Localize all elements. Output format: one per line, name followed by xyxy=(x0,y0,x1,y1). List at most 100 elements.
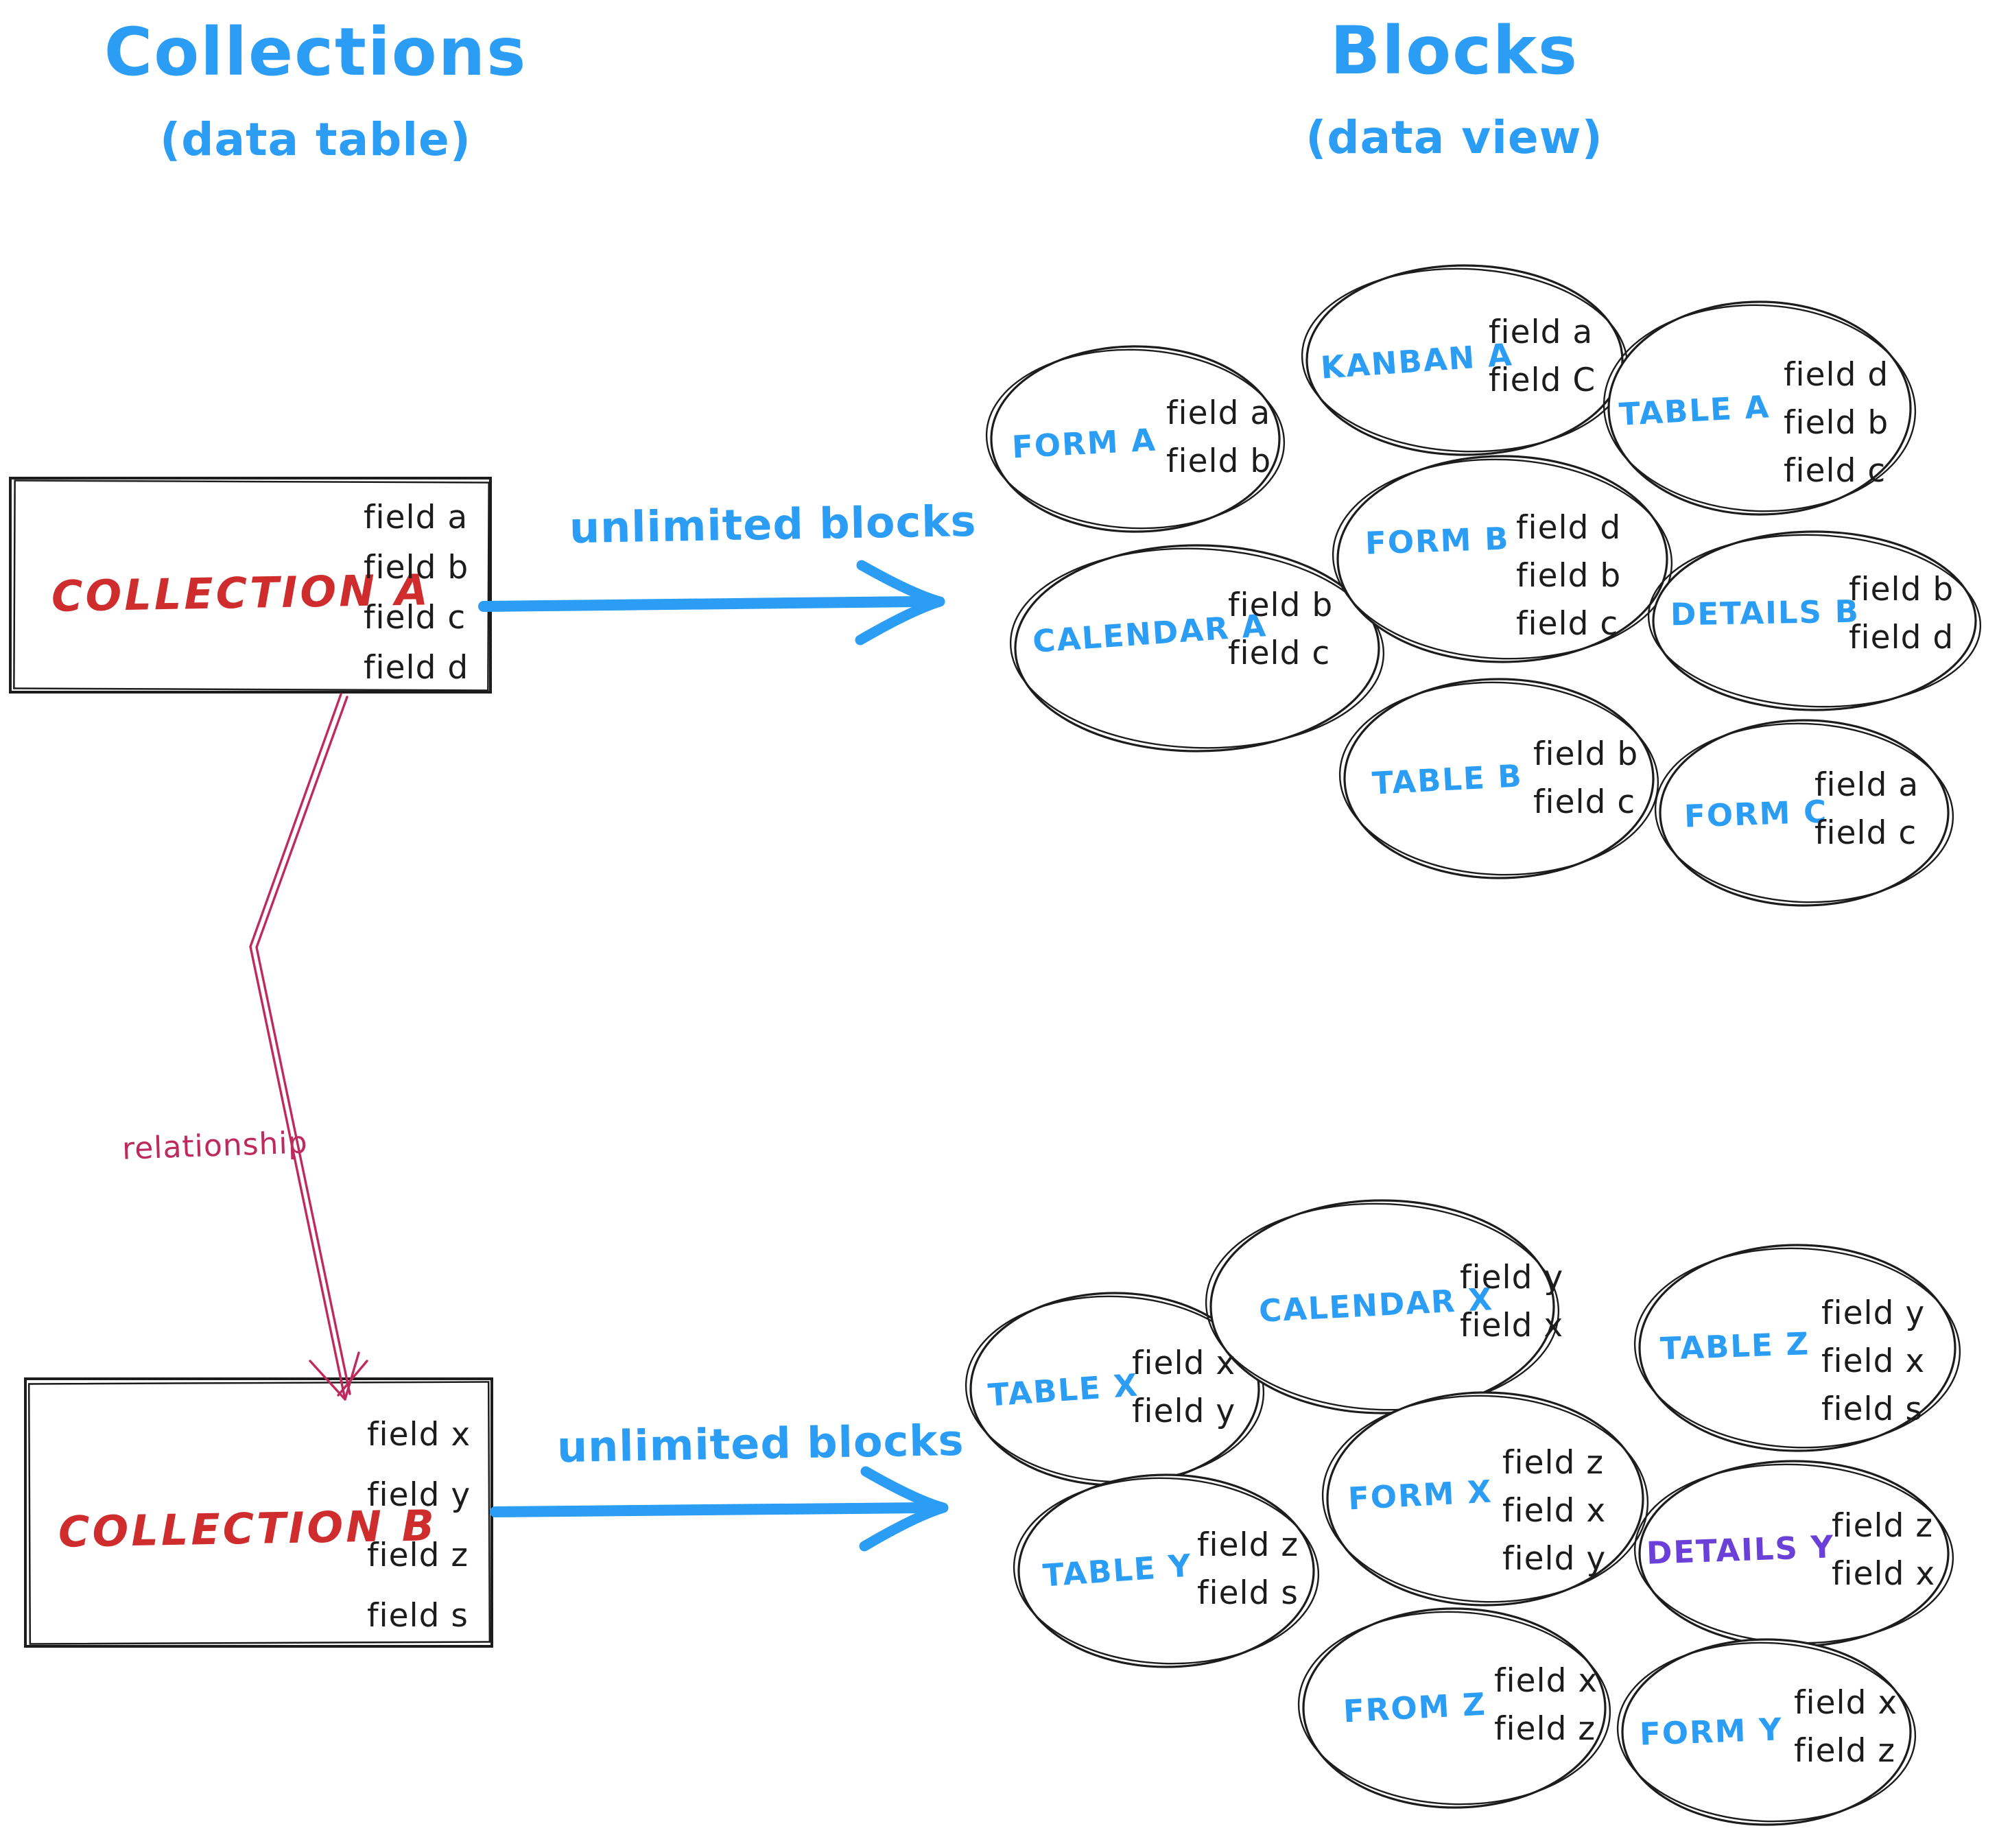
collection-a-fields: field a field b field c field d xyxy=(364,493,469,693)
block-ellipse-table-b xyxy=(1338,681,1659,876)
block-label-form-b: FORM B xyxy=(1364,520,1511,562)
field-label: field C xyxy=(1489,362,1596,399)
block-ellipse-form-y xyxy=(1616,1642,1917,1823)
field-label: field z xyxy=(1832,1507,1934,1545)
field-label: field y xyxy=(1132,1393,1236,1430)
field-label: field c xyxy=(1784,452,1887,490)
block-ellipse-table-a xyxy=(1603,304,1917,512)
field-label: field b xyxy=(364,549,469,587)
unlimited-blocks-label-bottom: unlimited blocks xyxy=(556,1414,965,1473)
field-label: field b xyxy=(1166,442,1272,480)
block-ellipse-table-y xyxy=(1013,1477,1320,1665)
collections-title: Collections xyxy=(104,14,528,91)
relationship-label: relationship xyxy=(121,1125,309,1167)
field-label: field a xyxy=(1489,313,1594,351)
block-fields-kanban-a: field a field C xyxy=(1489,309,1596,405)
field-label: field b xyxy=(1228,587,1334,624)
field-label: field d xyxy=(1516,509,1622,547)
block-ellipse-table-b xyxy=(1343,678,1655,879)
field-label: field y xyxy=(1502,1540,1607,1578)
block-label-form-y: FORM Y xyxy=(1639,1711,1784,1753)
field-label: field b xyxy=(1516,557,1622,595)
block-fields-calendar-x: field y field x xyxy=(1460,1254,1563,1350)
unlimited-blocks-arrow-top xyxy=(478,596,925,612)
block-ellipse-calendar-x xyxy=(1209,1199,1555,1414)
collection-a-box xyxy=(9,477,492,694)
field-label: field c xyxy=(364,599,466,637)
block-ellipse-calendar-a xyxy=(1014,544,1380,753)
field-label: field y xyxy=(367,1476,471,1514)
field-label: field b xyxy=(1784,404,1889,442)
block-label-details-y: DETAILS Y xyxy=(1646,1528,1836,1572)
block-ellipse-form-c xyxy=(1654,722,1954,903)
field-label: field c xyxy=(1228,635,1331,672)
block-ellipse-kanban-a xyxy=(1305,264,1624,456)
block-fields-table-x: field x field y xyxy=(1132,1340,1235,1436)
field-label: field z xyxy=(367,1537,469,1574)
block-fields-table-a: field d field b field c xyxy=(1784,351,1889,495)
block-fields-table-y: field z field s xyxy=(1197,1521,1299,1618)
block-ellipse-form-b xyxy=(1336,455,1668,663)
unlimited-blocks-arrowhead-top xyxy=(855,560,945,645)
field-label: field x xyxy=(367,1416,471,1454)
relationship-arrowhead xyxy=(309,1351,368,1401)
field-label: field s xyxy=(1821,1390,1923,1428)
field-label: field c xyxy=(1814,814,1917,852)
block-label-form-c: FORM C xyxy=(1683,793,1828,835)
block-ellipse-table-z xyxy=(1638,1244,1956,1452)
block-ellipse-details-b xyxy=(1647,534,1982,708)
field-label: field b xyxy=(1533,735,1639,773)
field-label: field d xyxy=(1849,619,1954,656)
field-label: field z xyxy=(1197,1526,1299,1564)
block-fields-calendar-a: field b field c xyxy=(1228,582,1333,678)
block-ellipse-form-x xyxy=(1321,1395,1649,1603)
block-ellipse-table-z xyxy=(1633,1247,1961,1449)
field-label: field y xyxy=(1821,1294,1926,1332)
collections-subtitle: (data table) xyxy=(160,113,471,166)
block-ellipse-details-b xyxy=(1652,530,1977,711)
field-label: field c xyxy=(1516,605,1619,643)
field-label: field x xyxy=(1494,1662,1598,1700)
block-fields-table-z: field y field x field s xyxy=(1821,1290,1925,1434)
collection-a-box-sketch xyxy=(13,479,490,691)
block-ellipse-calendar-x xyxy=(1205,1203,1560,1411)
block-ellipse-form-a xyxy=(985,348,1286,530)
block-ellipse-from-z xyxy=(1297,1611,1611,1805)
block-fields-form-b: field d field b field c xyxy=(1516,504,1621,648)
block-ellipse-calendar-a xyxy=(1009,547,1385,749)
field-label: field s xyxy=(367,1597,469,1635)
field-label: field x xyxy=(1132,1344,1236,1382)
block-ellipse-table-y xyxy=(1017,1473,1315,1668)
block-label-details-b: DETAILS B xyxy=(1670,593,1860,633)
block-ellipse-table-a xyxy=(1607,300,1912,516)
collection-b-fields: field x field y field z field s xyxy=(367,1405,471,1646)
collection-b-box-sketch xyxy=(27,1381,491,1645)
block-ellipse-form-b xyxy=(1332,458,1673,660)
field-label: field s xyxy=(1197,1574,1299,1612)
field-label: field b xyxy=(1849,571,1954,608)
field-label: field a xyxy=(1166,394,1271,432)
field-label: field x xyxy=(1460,1307,1564,1344)
block-fields-form-a: field a field b xyxy=(1166,390,1271,486)
relationship-line xyxy=(249,693,346,1401)
field-label: field z xyxy=(1502,1444,1605,1482)
field-label: field x xyxy=(1821,1342,1926,1380)
block-ellipse-form-x xyxy=(1326,1391,1644,1607)
blocks-title: Blocks xyxy=(1330,12,1579,89)
blocks-subtitle: (data view) xyxy=(1305,111,1603,164)
field-label: field y xyxy=(1460,1259,1564,1296)
block-fields-details-b: field b field d xyxy=(1849,566,1954,662)
unlimited-blocks-label-top: unlimited blocks xyxy=(569,495,977,554)
field-label: field d xyxy=(1784,356,1889,394)
field-label: field d xyxy=(364,649,469,687)
block-label-form-x: FORM X xyxy=(1347,1473,1494,1517)
block-ellipse-form-y xyxy=(1621,1638,1912,1826)
